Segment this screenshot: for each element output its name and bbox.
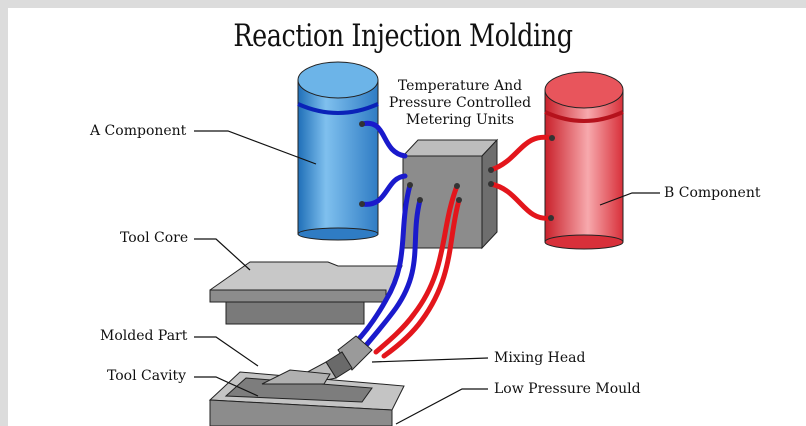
tool-core: [209, 261, 403, 325]
low-pressure-mould-label: Low Pressure Mould: [494, 381, 641, 397]
low-pressure-mould: [208, 369, 405, 426]
metering-label-line-2: Pressure Controlled: [388, 95, 532, 111]
diagram-title: Reaction Injection Molding: [233, 18, 573, 54]
supply-hoses: [359, 120, 555, 221]
mixing-head-label: Mixing Head: [494, 350, 586, 366]
tool-cavity-label: Tool Cavity: [107, 368, 187, 384]
b-component-label: B Component: [664, 185, 761, 201]
feed-hoses: [351, 182, 462, 359]
metering-label-line-1: Temperature And: [397, 78, 523, 94]
metering-units-label: Temperature And Pressure Controlled Mete…: [384, 78, 536, 129]
b-component-tank: [544, 71, 624, 250]
leader-lines: [194, 130, 660, 425]
a-component-label: A Component: [90, 123, 187, 139]
molded-part-label: Molded Part: [100, 328, 188, 344]
metering-label-line-3: Metering Units: [405, 112, 515, 128]
a-component-tank: [297, 61, 379, 241]
tool-core-label: Tool Core: [120, 230, 189, 246]
